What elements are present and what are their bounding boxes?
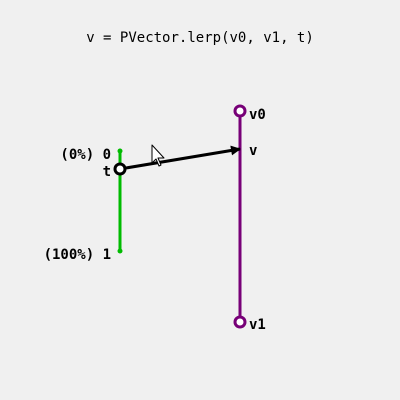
t-slider-end-label: (100%) 1 [44, 247, 111, 263]
t-slider-start-dot [117, 148, 123, 154]
mouse-pointer-icon [151, 144, 165, 167]
t-slider-handle[interactable] [113, 162, 127, 176]
v0-label: v0 [249, 107, 266, 123]
diagram-title: v = PVector.lerp(v0, v1, t) [86, 30, 314, 46]
result-vector-arrow [119, 145, 241, 171]
v1-point[interactable] [233, 315, 247, 329]
v-label: v [249, 143, 257, 159]
t-slider-start-label: (0%) 0 [60, 147, 111, 163]
t-slider-end-dot [117, 248, 123, 254]
v1-label: v1 [249, 317, 266, 333]
t-handle-label: t [103, 164, 111, 180]
v0-point[interactable] [233, 104, 247, 118]
